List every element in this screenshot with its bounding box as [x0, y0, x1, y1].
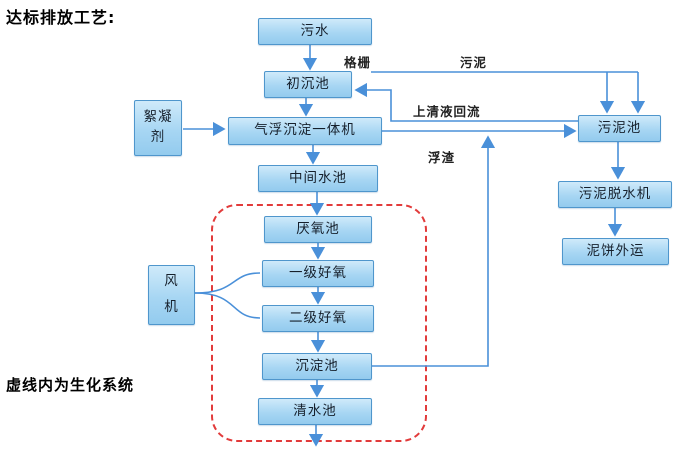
node-mud-cake-transport: 泥饼外运	[562, 238, 669, 265]
node-sludge-dewatering-machine: 污泥脱水机	[558, 181, 672, 208]
node-flocculant: 絮凝 剂	[134, 100, 182, 156]
node-blower: 风 机	[148, 265, 195, 325]
page-title: 达标排放工艺:	[6, 8, 116, 27]
node-intermediate-tank: 中间水池	[258, 165, 378, 192]
label-screen: 格栅	[344, 55, 372, 70]
node-clear-water-tank: 清水池	[258, 398, 372, 425]
label-sludge: 污泥	[460, 55, 488, 70]
node-sewage: 污水	[258, 18, 372, 45]
node-primary-aerobic-tank: 一级好氧	[262, 260, 374, 287]
node-air-flotation-machine: 气浮沉淀一体机	[228, 117, 382, 145]
node-secondary-aerobic-tank: 二级好氧	[262, 305, 374, 332]
node-anaerobic-tank: 厌氧池	[264, 216, 372, 243]
label-supernatant-reflux: 上清液回流	[413, 104, 481, 119]
node-primary-sedimentation-tank: 初沉池	[264, 71, 352, 98]
node-sedimentation-tank: 沉淀池	[262, 353, 372, 380]
label-scum: 浮渣	[428, 150, 456, 165]
biochemical-note: 虚线内为生化系统	[6, 376, 135, 394]
node-sludge-tank: 污泥池	[578, 115, 661, 142]
